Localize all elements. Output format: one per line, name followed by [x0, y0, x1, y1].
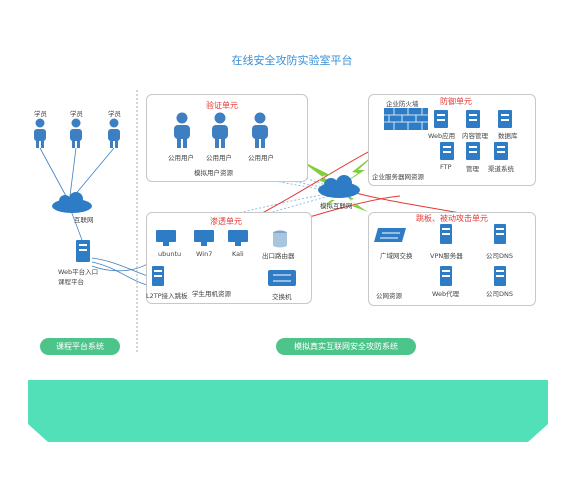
web-entry-label: Web平台入口: [58, 268, 99, 276]
server-icon: [466, 110, 480, 128]
content-mgmt-label: 内容管理: [462, 132, 488, 140]
student-icon: [108, 118, 120, 148]
win7-label: Win7: [196, 250, 213, 258]
database-label: 数据库: [498, 132, 518, 140]
user-icon: [174, 112, 190, 148]
dns-server-icon: [494, 266, 506, 286]
channel-system-label: 渠道系统: [488, 165, 514, 173]
server-icon: [466, 142, 480, 160]
verify-unit-title: 验证单元: [206, 101, 238, 110]
dns-server-icon: [494, 224, 506, 244]
wan-switch-label: 广域网交换: [380, 252, 413, 260]
switch-icon: [268, 270, 296, 286]
pentest-unit-title: 渗透单元: [210, 217, 242, 226]
server-icon: [494, 142, 508, 160]
pc-icon: [156, 230, 176, 246]
wan-switch-icon: [374, 228, 406, 242]
student-icon: [70, 118, 82, 148]
attack-unit-panel: [368, 212, 536, 306]
mgmt-label: 管理: [466, 165, 479, 173]
course-platform-system-pill: 课程平台系统: [40, 338, 120, 355]
verify-unit-panel: [146, 94, 308, 182]
switch-label: 交换机: [272, 293, 292, 301]
l2tp-server-icon: [152, 266, 164, 286]
user-icon: [212, 112, 228, 148]
user-icon: [252, 112, 268, 148]
server-icon: [434, 110, 448, 128]
pc-icon: [228, 230, 248, 246]
server-icon: [440, 142, 454, 160]
simulated-internet-cloud-icon: [318, 175, 360, 198]
student-icon: [34, 118, 46, 148]
company-dns-label-2: 公司DNS: [486, 290, 513, 298]
kali-label: Kali: [232, 250, 244, 258]
student-label-3: 学员: [108, 110, 121, 118]
internet-label: 互联网: [74, 216, 94, 224]
public-network-resource-label: 公网资源: [376, 292, 402, 300]
simulated-internet-label: 模拟互联网: [320, 202, 353, 210]
web-proxy-icon: [440, 266, 452, 286]
company-dns-label-1: 公司DNS: [486, 252, 513, 260]
public-user-label-1: 公用用户: [168, 154, 194, 162]
vpn-server-label: VPN服务器: [430, 252, 463, 260]
firewall-icon: [384, 108, 428, 130]
vpn-server-icon: [440, 224, 452, 244]
firewall-label: 企业防火墙: [386, 100, 419, 108]
web-proxy-label: Web代理: [432, 290, 460, 298]
course-platform-label: 课程平台: [58, 278, 84, 286]
web-app-label: Web应用: [428, 132, 456, 140]
exit-router-label: 出口路由器: [262, 252, 295, 260]
simulated-user-resource-label: 模拟用户资源: [194, 169, 233, 177]
web-server-icon: [76, 240, 90, 262]
l2tp-label: L2TP接入跳板: [146, 292, 188, 300]
pentest-unit-panel: [146, 212, 312, 304]
page-title: 在线安全攻防实验室平台: [231, 54, 353, 67]
server-icon: [498, 110, 512, 128]
attack-unit-title: 跳板、被动攻击单元: [416, 214, 488, 223]
ftp-label: FTP: [440, 163, 452, 171]
student-label-1: 学员: [34, 110, 47, 118]
ubuntu-label: ubuntu: [158, 250, 182, 258]
internet-cloud-icon: [52, 192, 92, 213]
router-icon: [273, 230, 287, 248]
defense-unit-title: 防御单元: [440, 97, 472, 106]
pc-icon: [194, 230, 214, 246]
student-machine-resource-label: 学生用机资源: [192, 290, 231, 298]
security-system-pill: 模拟真实互联网安全攻防系统: [276, 338, 416, 355]
public-user-label-3: 公用用户: [248, 154, 274, 162]
student-label-2: 学员: [70, 110, 83, 118]
bottom-decorative-bar: [28, 380, 548, 442]
enterprise-server-resource-label: 企业服务器网资源: [372, 173, 424, 181]
public-user-label-2: 公用用户: [206, 154, 232, 162]
